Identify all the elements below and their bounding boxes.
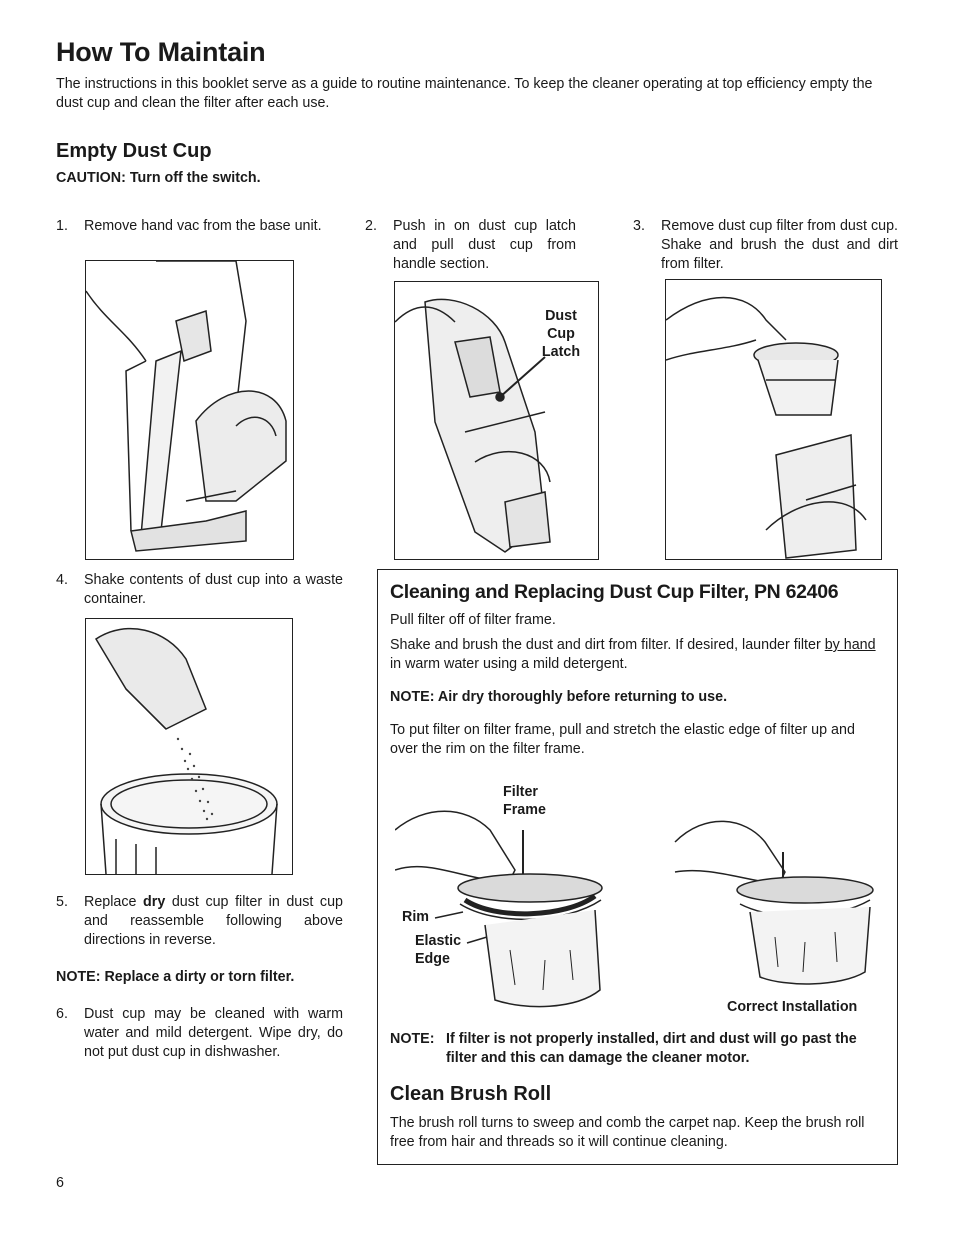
- figure-empty-dust-cup: [85, 618, 293, 875]
- page-title: How To Maintain: [56, 37, 266, 67]
- label-filter-frame: Filter Frame: [503, 783, 546, 819]
- note-filter-warning: NOTE: If filter is not properly installe…: [390, 1030, 890, 1068]
- step-number: 3.: [633, 218, 645, 234]
- figure-remove-hand-vac: [85, 260, 294, 560]
- figure-filter-installation: [394, 800, 625, 1015]
- filter-paragraph-1: Pull filter off of filter frame.: [390, 612, 556, 628]
- filter-and-brush-roll-box: [377, 569, 898, 1165]
- step-5: 5. Replace dry dust cup filter in dust c…: [56, 893, 343, 950]
- intro-paragraph: The instructions in this booklet serve a…: [56, 76, 873, 111]
- label-line: Filter: [503, 784, 538, 800]
- label-line: Latch: [541, 344, 581, 360]
- note-text: If filter is not properly installed, dir…: [446, 1031, 857, 1066]
- section-heading-empty-dust-cup: Empty Dust Cup: [56, 140, 212, 162]
- step-number: 6.: [56, 1006, 68, 1022]
- step-text: Replace dry dust cup filter in dust cup …: [84, 893, 343, 950]
- figure-dust-cup-latch: [394, 281, 599, 560]
- step-3: 3. Remove dust cup filter from dust cup.…: [633, 217, 898, 274]
- step-text-bold: dry: [143, 894, 166, 910]
- text-part: in warm water using a mild detergent.: [390, 656, 628, 672]
- figure-correct-installation: [665, 812, 880, 992]
- step-number: 1.: [56, 218, 68, 234]
- label-line: Elastic: [415, 933, 462, 949]
- figure-remove-filter: [665, 279, 882, 560]
- note-prefix: NOTE:: [390, 1031, 435, 1047]
- note-air-dry: NOTE: Air dry thoroughly before returnin…: [390, 689, 728, 705]
- page-number: 6: [56, 1175, 64, 1191]
- step-number: 4.: [56, 572, 68, 588]
- label-line: Edge: [415, 951, 450, 967]
- label-line: Cup: [547, 326, 575, 342]
- section-heading-filter: Cleaning and Replacing Dust Cup Filter, …: [390, 581, 839, 603]
- step-text: Push in on dust cup latch and pull dust …: [393, 218, 576, 272]
- label-elastic-edge: Elastic Edge: [415, 932, 461, 968]
- step-text: Dust cup may be cleaned with warm water …: [84, 1006, 343, 1060]
- label-line: Frame: [503, 802, 546, 818]
- label-dust-cup-latch: Dust Cup Latch: [536, 307, 586, 361]
- step-text: Remove hand vac from the base unit.: [84, 218, 322, 234]
- section-heading-brush-roll: Clean Brush Roll: [390, 1083, 552, 1105]
- step-text-part: Replace: [84, 894, 144, 910]
- step-number: 5.: [56, 894, 68, 910]
- brush-roll-paragraph: The brush roll turns to sweep and comb t…: [390, 1115, 865, 1150]
- step-text: Shake contents of dust cup into a waste …: [84, 572, 343, 607]
- filter-paragraph-3: To put filter on filter frame, pull and …: [390, 722, 855, 757]
- step-6: 6. Dust cup may be cleaned with warm wat…: [56, 1005, 343, 1062]
- text-part: Shake and brush the dust and dirt from f…: [390, 637, 825, 653]
- step-1: 1. Remove hand vac from the base unit.: [56, 217, 346, 236]
- step-text: Remove dust cup filter from dust cup. Sh…: [661, 218, 898, 272]
- label-line: Dust: [545, 308, 577, 324]
- filter-paragraph-2: Shake and brush the dust and dirt from f…: [390, 636, 886, 674]
- step-number: 2.: [365, 218, 377, 234]
- step-4: 4. Shake contents of dust cup into a was…: [56, 571, 343, 609]
- underlined-text: by hand: [824, 637, 876, 653]
- caution-text: CAUTION: Turn off the switch.: [56, 170, 261, 186]
- label-correct-installation: Correct Installation: [727, 999, 858, 1015]
- step-text-part: dust cup filter in dust cup and reassemb…: [84, 894, 343, 948]
- step-2: 2. Push in on dust cup latch and pull du…: [365, 217, 576, 274]
- label-rim: Rim: [402, 909, 430, 925]
- note-replace-filter: NOTE: Replace a dirty or torn filter.: [56, 969, 295, 985]
